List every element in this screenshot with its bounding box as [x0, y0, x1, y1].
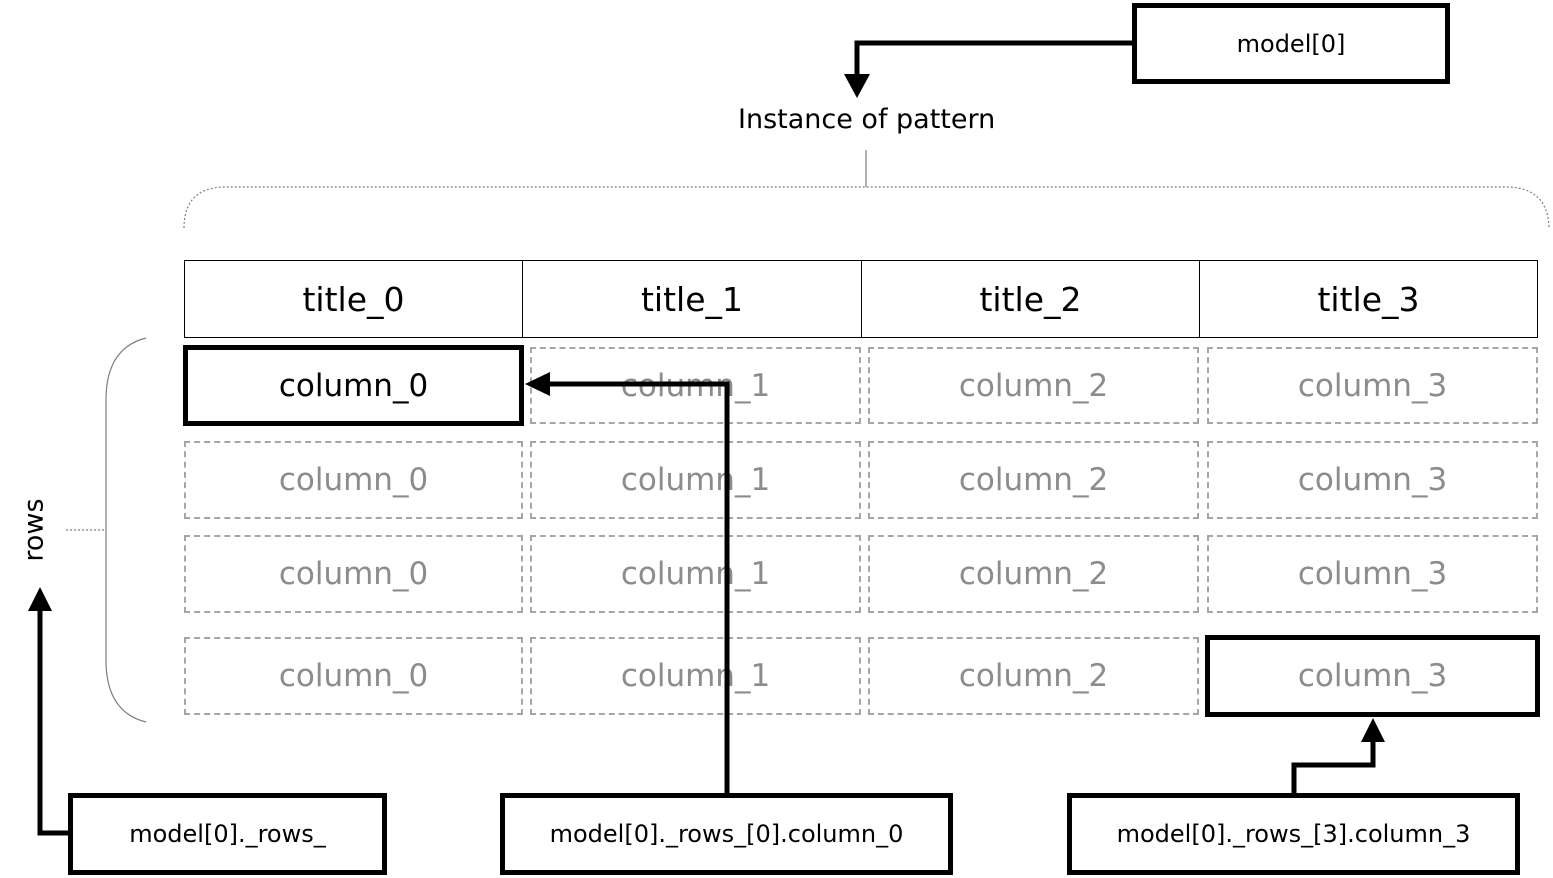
table-cell-r0-c3: column_3: [1207, 347, 1538, 424]
table-cell-r1-c3: column_3: [1207, 441, 1538, 519]
table-cell-r0-c2: column_2: [868, 347, 1199, 424]
table-cell-r1-c0: column_0: [184, 441, 523, 519]
model-label: model[0]: [1236, 29, 1346, 58]
table-cell-r3-c2: column_2: [868, 637, 1199, 715]
table-cell-r0-c0: column_0: [183, 345, 524, 426]
rows-brace: [105, 337, 147, 723]
table-cell-r3-c0: column_0: [184, 637, 523, 715]
table-title-0: title_0: [184, 260, 523, 338]
model-box: model[0]: [1132, 3, 1450, 84]
table-cell-r2-c1: column_1: [530, 535, 861, 613]
table-title-1: title_1: [522, 260, 862, 338]
instance-caption: Instance of pattern: [738, 104, 996, 135]
table-title-3: title_3: [1199, 260, 1538, 338]
table-cell-r0-c1: column_1: [530, 347, 861, 424]
row3-col3-ref-label: model[0]._rows_[3].column_3: [1116, 820, 1471, 848]
rows-axis-label: rows: [18, 498, 50, 562]
table-cell-r3-c3: column_3: [1205, 635, 1540, 717]
table-cell-r2-c0: column_0: [184, 535, 523, 613]
columns-brace: [183, 186, 1550, 229]
row0-col0-ref-label: model[0]._rows_[0].column_0: [549, 820, 904, 848]
table-cell-r1-c1: column_1: [530, 441, 861, 519]
rows-ref-box: model[0]._rows_: [68, 793, 387, 875]
table-cell-r3-c1: column_1: [530, 637, 861, 715]
table-cell-r2-c2: column_2: [868, 535, 1199, 613]
table-title-2: title_2: [861, 260, 1200, 338]
row0-col0-ref-box: model[0]._rows_[0].column_0: [500, 793, 953, 875]
table-cell-r2-c3: column_3: [1207, 535, 1538, 613]
rows-ref-label: model[0]._rows_: [129, 820, 326, 848]
row3-col3-ref-box: model[0]._rows_[3].column_3: [1067, 793, 1520, 875]
table-cell-r1-c2: column_2: [868, 441, 1199, 519]
